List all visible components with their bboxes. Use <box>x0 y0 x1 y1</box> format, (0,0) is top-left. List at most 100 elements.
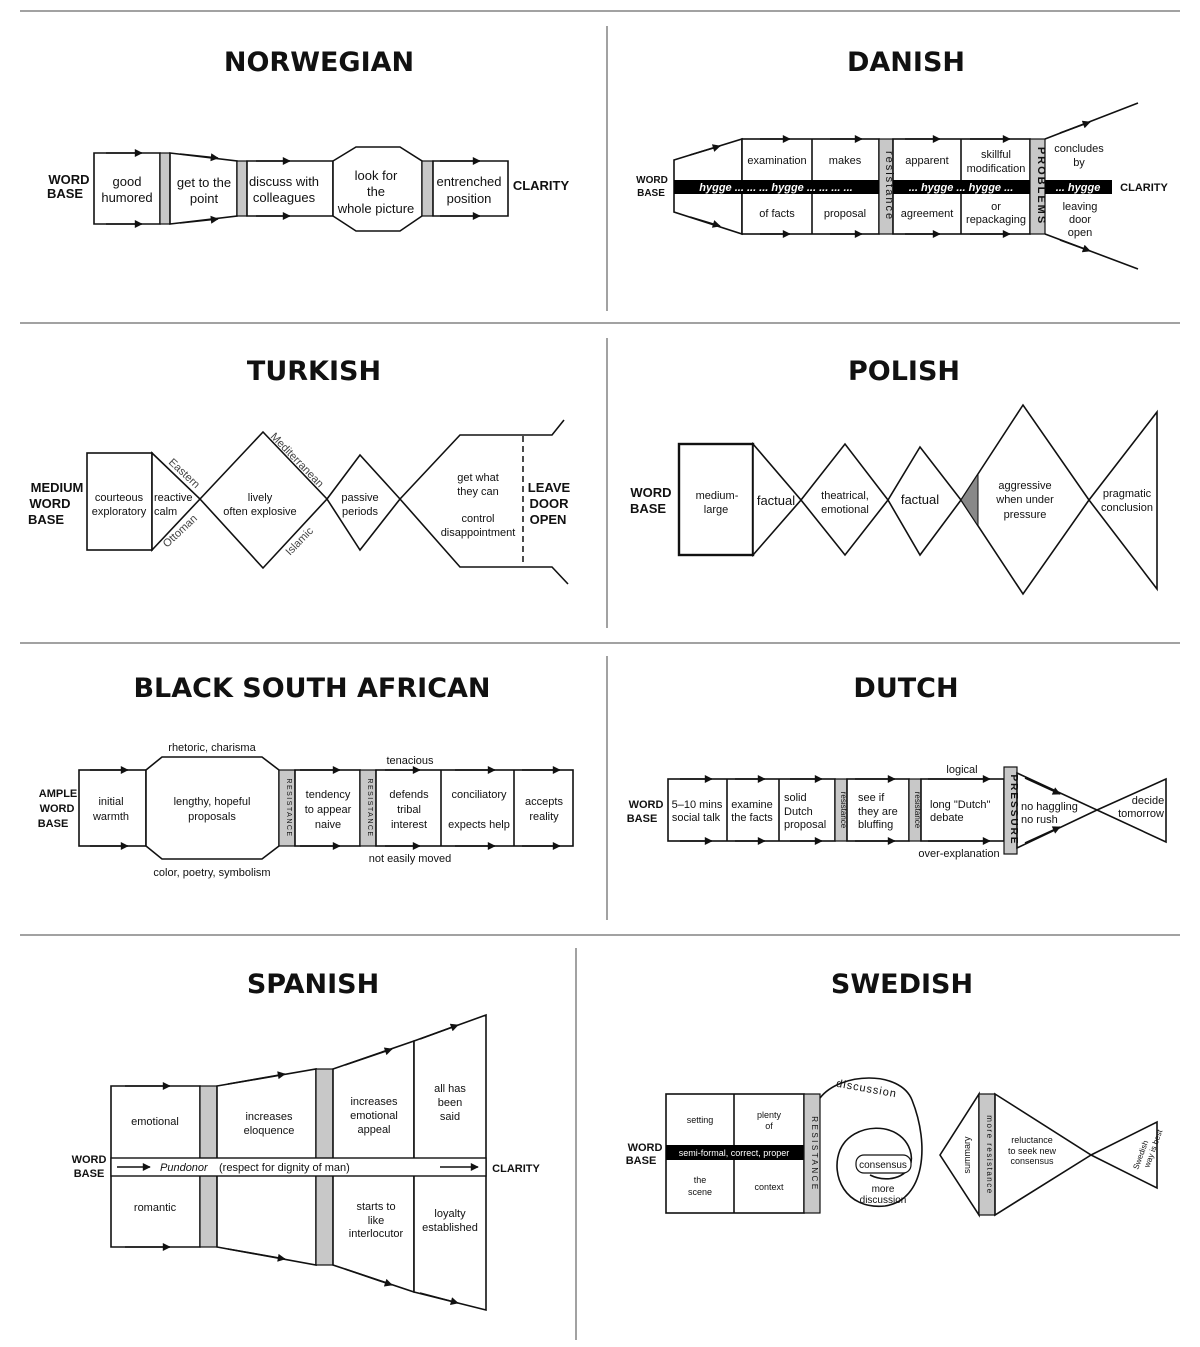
spanish-text: appeal <box>357 1124 390 1136</box>
polish-pragmatic-triangle <box>1087 409 1158 592</box>
swedish-way-triangle <box>1089 1120 1158 1190</box>
spanish-text: increases <box>350 1096 398 1108</box>
danish-text: leaving <box>1063 201 1098 213</box>
swedish-label: BASE <box>626 1155 657 1167</box>
bsa-color-label: color, poetry, symbolism <box>153 867 270 879</box>
bsa-label: BASE <box>38 818 69 830</box>
swedish-discussion-spiral <box>819 1077 923 1207</box>
dutch-over-explanation-label: over-explanation <box>918 848 999 860</box>
turkish-label: MEDIUM <box>31 480 84 495</box>
bsa-resistance-text-1: RESISTANCE <box>285 778 292 837</box>
dutch-text: social talk <box>672 812 721 824</box>
dutch-text: no rush <box>1021 814 1058 826</box>
norwegian-title: NORWEGIAN <box>224 47 414 78</box>
turkish-right-label: OPEN <box>530 512 567 527</box>
swedish-resistance-bar <box>803 1093 821 1214</box>
turkish-text: disappointment <box>441 527 516 539</box>
danish-text: makes <box>829 155 862 167</box>
bsa-label: WORD <box>40 803 75 815</box>
turkish-text: often explosive <box>223 506 296 518</box>
polish-text: aggressive <box>998 480 1051 492</box>
dutch-label: BASE <box>627 813 658 825</box>
danish-text: repackaging <box>966 214 1026 226</box>
bsa-initial-warmth-box <box>78 769 147 847</box>
spanish-text: romantic <box>134 1202 177 1214</box>
norwegian-text: discuss with <box>249 174 319 189</box>
dutch-pressure-text: PRESSURE <box>1008 774 1019 845</box>
spanish-text: increases <box>245 1111 293 1123</box>
danish-panel: DANISH WORD BASE examination makes appar… <box>636 47 1168 270</box>
norwegian-bar-2 <box>236 160 248 217</box>
polish-medium-large-box <box>677 442 755 557</box>
polish-title: POLISH <box>848 356 960 387</box>
polish-label: BASE <box>630 501 666 516</box>
dutch-text: decide <box>1132 795 1164 807</box>
bsa-right-boxes <box>375 769 574 847</box>
dutch-text: they are <box>858 806 898 818</box>
bsa-text: accepts <box>525 796 563 808</box>
dutch-text: bluffing <box>858 819 893 831</box>
danish-text: examination <box>747 155 806 167</box>
turkish-text: passive <box>341 492 378 504</box>
danish-problems-text: PROBLEMS <box>1035 147 1047 225</box>
dutch-text: solid <box>784 792 807 804</box>
black-south-african-panel: BLACK SOUTH AFRICAN AMPLE WORD BASE rhet… <box>38 673 574 879</box>
danish-hygge-text-1: hygge ... ... ... hygge ... ... ... ... <box>699 182 852 194</box>
polish-text: pressure <box>1004 509 1047 521</box>
bsa-text: initial <box>98 796 123 808</box>
danish-hygge-text-3: ... hygge <box>1056 182 1101 194</box>
dutch-text: no haggling <box>1021 801 1078 813</box>
norwegian-text: whole picture <box>337 201 415 216</box>
norwegian-text: the <box>367 184 385 199</box>
polish-text: theatrical, <box>821 490 869 502</box>
dutch-debate-box <box>920 778 1005 842</box>
turkish-final-funnel <box>399 419 569 585</box>
norwegian-panel: NORWEGIAN WORD BASE good humored get to … <box>47 47 569 232</box>
danish-hygge-band-1 <box>674 180 879 194</box>
spanish-text: like <box>368 1215 385 1227</box>
polish-gray-wedge <box>960 472 979 528</box>
swedish-band-text: semi-formal, correct, proper <box>679 1148 790 1158</box>
swedish-text: consensus <box>1010 1156 1054 1166</box>
dutch-text: the facts <box>731 812 773 824</box>
norwegian-text: look for <box>355 168 398 183</box>
swedish-text: to seek new <box>1008 1146 1057 1156</box>
polish-factual-triangle <box>752 441 803 558</box>
dutch-text: tomorrow <box>1118 808 1164 820</box>
norwegian-base-label: BASE <box>47 186 83 201</box>
polish-text: factual <box>757 493 795 508</box>
dutch-label: WORD <box>629 799 664 811</box>
bsa-tenacious-label: tenacious <box>386 755 434 767</box>
norwegian-text: get to the <box>177 175 231 190</box>
dutch-text: debate <box>930 812 964 824</box>
dutch-decide-triangle <box>1095 777 1167 844</box>
swedish-text: plenty <box>757 1110 782 1120</box>
danish-hygge-text-2: ... hygge ... hygge ... <box>909 182 1014 194</box>
turkish-text: lively <box>248 492 273 504</box>
bsa-not-moved-label: not easily moved <box>369 853 452 865</box>
dutch-text: Dutch <box>784 806 813 818</box>
norwegian-bar-1 <box>159 152 171 225</box>
danish-text: skillful <box>981 149 1011 161</box>
dutch-text: see if <box>858 792 885 804</box>
danish-hygge-band-3 <box>1045 180 1112 194</box>
danish-text: door <box>1069 214 1091 226</box>
spanish-clarity-label: CLARITY <box>492 1163 540 1175</box>
danish-hygge-band-2 <box>893 180 1030 194</box>
spanish-text: loyalty <box>434 1208 466 1220</box>
swedish-text: more <box>872 1184 895 1195</box>
spanish-pundonor-band <box>110 1157 487 1177</box>
turkish-text: courteous <box>95 492 144 504</box>
swedish-text: the <box>694 1175 707 1185</box>
swedish-resistance-text: RESISTANCE <box>810 1116 819 1192</box>
turkish-label: WORD <box>29 496 70 511</box>
spanish-pundonor-text: Pundonor <box>160 1162 209 1174</box>
norwegian-text: humored <box>101 190 152 205</box>
turkish-text: periods <box>342 506 379 518</box>
swedish-more-resistance-text: more resistance <box>985 1115 994 1194</box>
norwegian-text: entrenched <box>436 174 501 189</box>
danish-title: DANISH <box>847 47 965 78</box>
swedish-reluctance-triangle <box>994 1092 1093 1217</box>
polish-text: conclusion <box>1101 502 1153 514</box>
